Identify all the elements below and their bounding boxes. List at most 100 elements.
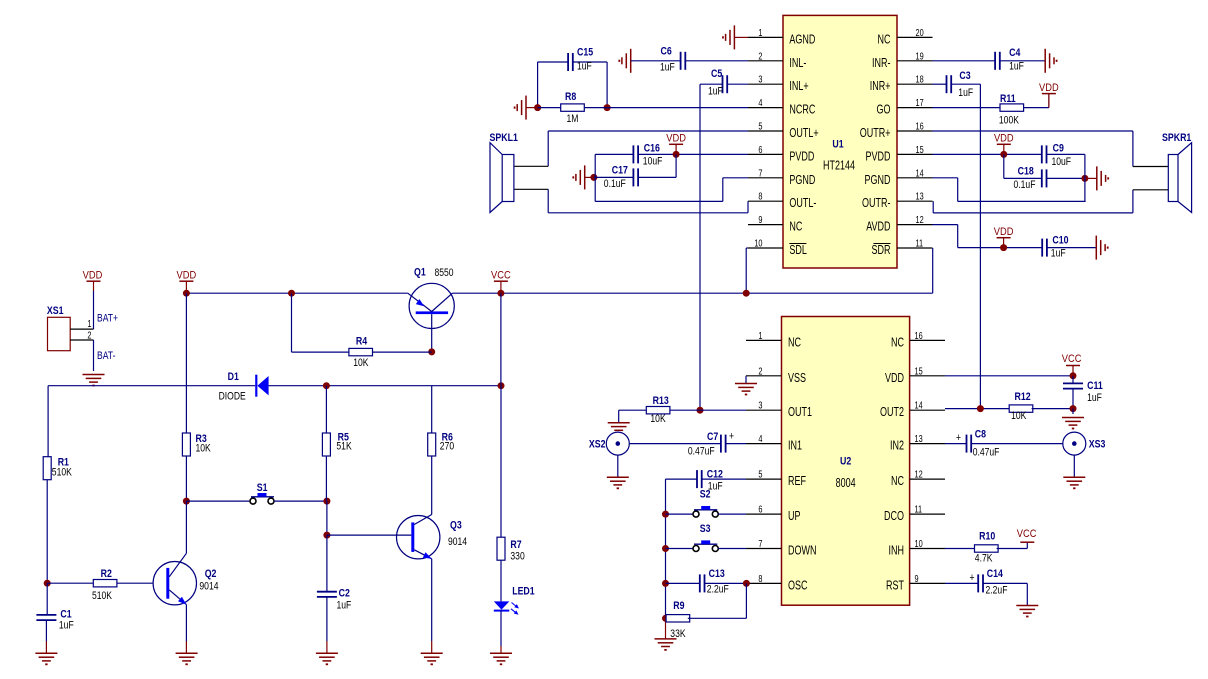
svg-text:IN2: IN2 — [890, 439, 904, 453]
svg-text:AGND: AGND — [789, 33, 815, 47]
svg-text:9014: 9014 — [448, 536, 468, 548]
svg-text:PVDD: PVDD — [789, 150, 814, 164]
svg-text:2: 2 — [758, 365, 762, 377]
svg-text:SPKL1: SPKL1 — [490, 132, 519, 144]
svg-text:RST: RST — [886, 579, 904, 593]
svg-text:2.2uF: 2.2uF — [707, 584, 729, 596]
svg-text:GO: GO — [877, 103, 891, 117]
svg-text:C3: C3 — [959, 70, 971, 82]
svg-text:INL-: INL- — [789, 56, 806, 70]
svg-text:INR-: INR- — [872, 56, 891, 70]
svg-text:8: 8 — [758, 190, 762, 202]
svg-text:+: + — [729, 431, 734, 443]
svg-text:16: 16 — [916, 120, 924, 132]
svg-text:11: 11 — [916, 237, 924, 249]
svg-text:C7: C7 — [707, 431, 719, 443]
svg-text:VCC: VCC — [1017, 528, 1037, 540]
svg-text:VDD: VDD — [83, 270, 103, 282]
svg-text:1M: 1M — [567, 113, 579, 125]
svg-text:12: 12 — [915, 468, 923, 480]
svg-text:INL+: INL+ — [789, 80, 808, 94]
svg-text:10K: 10K — [196, 443, 212, 455]
svg-text:NC: NC — [878, 33, 891, 47]
svg-text:8: 8 — [758, 573, 762, 585]
svg-text:OUT1: OUT1 — [788, 406, 812, 420]
svg-text:1uF: 1uF — [1051, 248, 1066, 260]
svg-text:OUTR+: OUTR+ — [860, 127, 891, 141]
svg-text:Q2: Q2 — [205, 568, 217, 580]
svg-text:NC: NC — [788, 336, 801, 350]
svg-text:16: 16 — [915, 330, 923, 342]
svg-text:10uF: 10uF — [643, 156, 663, 168]
svg-text:VCC: VCC — [491, 270, 511, 282]
svg-text:Q1: Q1 — [414, 267, 426, 279]
svg-text:SDR: SDR — [872, 244, 891, 258]
svg-text:VDD: VDD — [1039, 82, 1059, 94]
svg-text:VDD: VDD — [177, 270, 197, 282]
svg-text:R13: R13 — [653, 395, 670, 407]
svg-text:510K: 510K — [92, 590, 112, 602]
svg-text:VDD: VDD — [885, 371, 904, 385]
svg-text:S2: S2 — [700, 489, 711, 501]
svg-text:15: 15 — [916, 144, 924, 156]
svg-text:6: 6 — [758, 144, 762, 156]
svg-text:C14: C14 — [987, 568, 1004, 580]
svg-text:1uF: 1uF — [708, 481, 723, 493]
svg-text:C8: C8 — [975, 429, 987, 441]
svg-text:270: 270 — [440, 441, 455, 453]
svg-text:7: 7 — [758, 538, 762, 550]
svg-text:DIODE: DIODE — [219, 391, 247, 403]
svg-text:3: 3 — [758, 73, 762, 85]
svg-text:XS1: XS1 — [47, 305, 64, 317]
svg-text:R5: R5 — [338, 432, 350, 444]
svg-text:DCO: DCO — [884, 510, 904, 524]
svg-text:NC: NC — [891, 336, 904, 350]
svg-text:C16: C16 — [644, 143, 661, 155]
svg-text:C15: C15 — [577, 47, 594, 59]
svg-text:5: 5 — [758, 120, 762, 132]
svg-text:Q3: Q3 — [450, 520, 462, 532]
svg-text:SDL: SDL — [789, 244, 806, 258]
svg-text:BAT+: BAT+ — [97, 313, 118, 325]
svg-text:13: 13 — [916, 190, 924, 202]
svg-text:1uF: 1uF — [59, 620, 74, 632]
svg-text:LED1: LED1 — [512, 586, 535, 598]
svg-text:1: 1 — [758, 330, 762, 342]
svg-text:4: 4 — [758, 97, 762, 109]
svg-text:C2: C2 — [339, 588, 351, 600]
svg-text:S1: S1 — [257, 482, 268, 494]
svg-text:XS3: XS3 — [1089, 439, 1106, 451]
svg-text:13: 13 — [915, 433, 923, 445]
svg-text:C10: C10 — [1052, 235, 1069, 247]
svg-text:PVDD: PVDD — [866, 150, 891, 164]
svg-text:VDD: VDD — [666, 133, 686, 145]
svg-text:18: 18 — [916, 73, 924, 85]
svg-text:1uF: 1uF — [958, 87, 973, 99]
svg-text:19: 19 — [916, 50, 924, 62]
svg-text:C1: C1 — [60, 609, 72, 621]
svg-text:10: 10 — [915, 538, 923, 550]
svg-text:1uF: 1uF — [1087, 392, 1102, 404]
svg-text:C12: C12 — [707, 469, 724, 481]
svg-text:14: 14 — [915, 399, 923, 411]
svg-text:PGND: PGND — [865, 173, 891, 187]
svg-text:+: + — [970, 572, 975, 584]
svg-text:INH: INH — [889, 544, 904, 558]
svg-text:VDD: VDD — [994, 133, 1014, 145]
svg-text:10uF: 10uF — [1052, 156, 1072, 168]
svg-text:C5: C5 — [711, 68, 723, 80]
svg-text:10: 10 — [754, 237, 762, 249]
svg-text:C17: C17 — [612, 165, 629, 177]
svg-text:510K: 510K — [52, 467, 72, 479]
svg-text:PGND: PGND — [789, 173, 815, 187]
svg-text:INR+: INR+ — [870, 80, 891, 94]
svg-text:BAT-: BAT- — [97, 350, 115, 362]
svg-text:1uF: 1uF — [660, 62, 675, 74]
svg-text:10K: 10K — [353, 357, 369, 369]
svg-text:R2: R2 — [101, 568, 113, 580]
svg-text:OUTL-: OUTL- — [789, 197, 816, 211]
svg-text:R1: R1 — [58, 457, 70, 469]
svg-text:OSC: OSC — [788, 579, 808, 593]
svg-text:R11: R11 — [1000, 93, 1016, 105]
svg-text:NC: NC — [789, 220, 802, 234]
